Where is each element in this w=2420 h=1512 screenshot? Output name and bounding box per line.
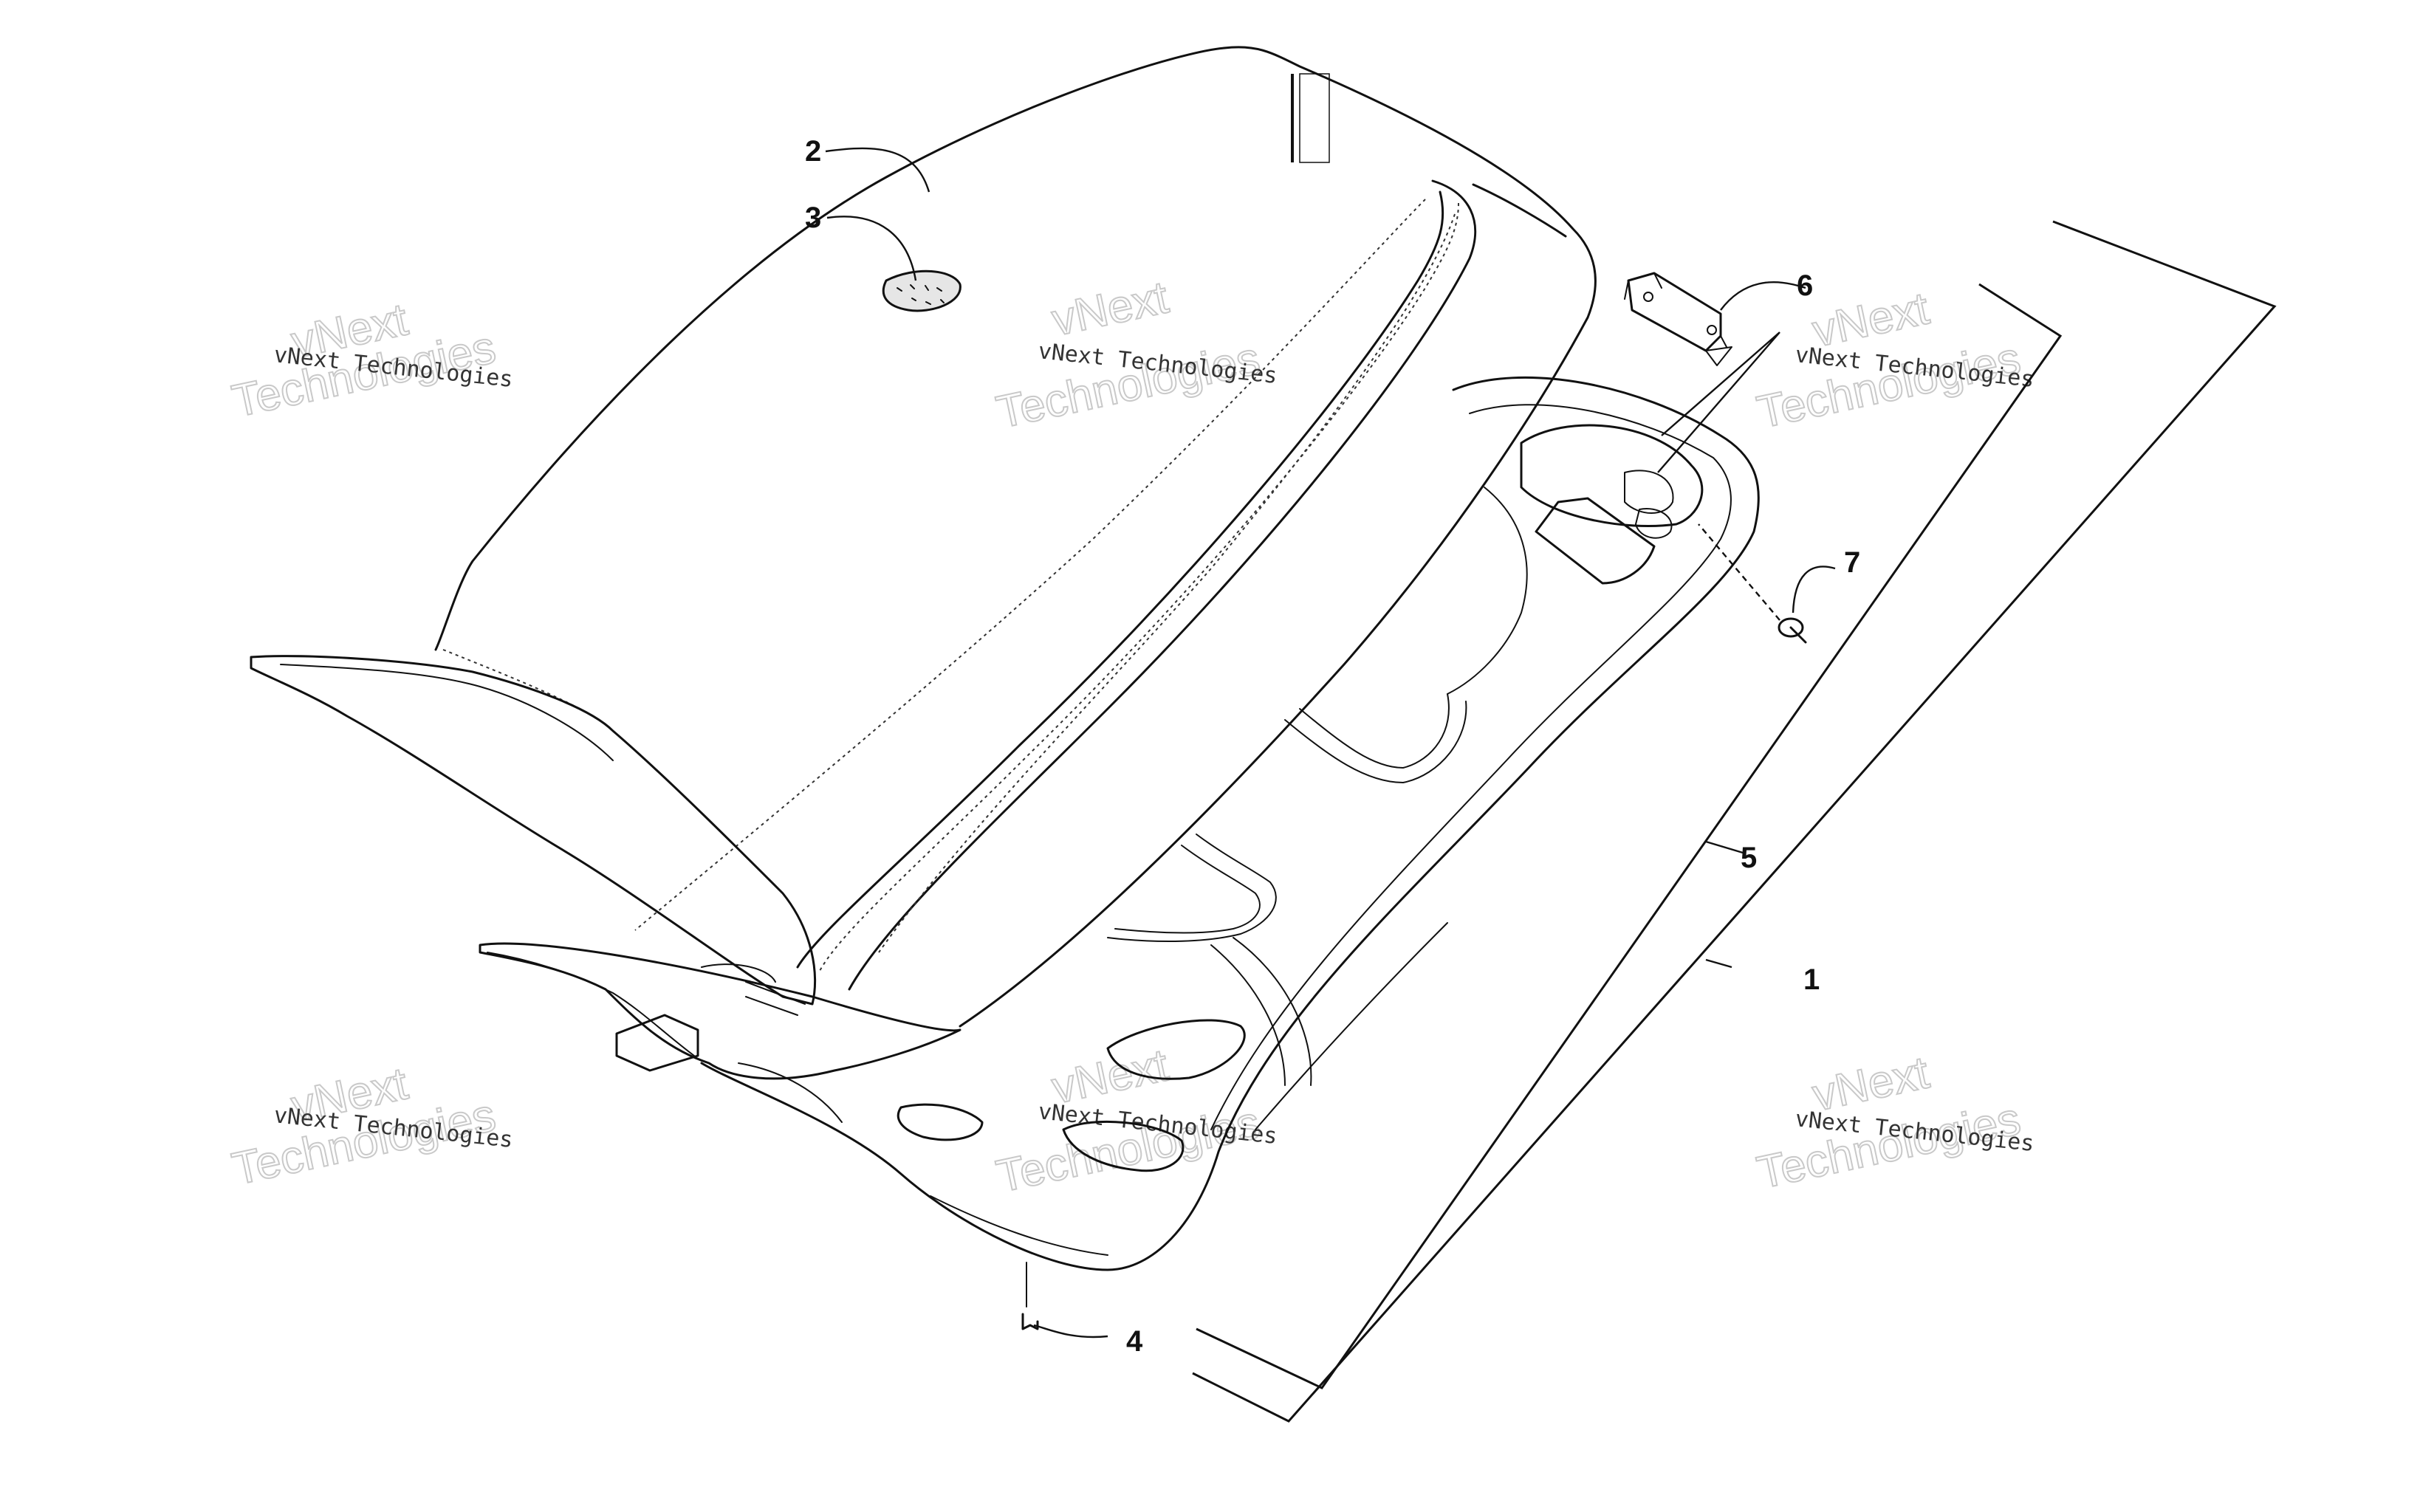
clip-part-4 bbox=[1021, 1262, 1039, 1330]
base-side-opening bbox=[897, 1103, 984, 1141]
base-rib bbox=[1299, 693, 1450, 769]
watermark-big-line: vNext bbox=[1048, 272, 1173, 346]
patch-part-3 bbox=[882, 269, 962, 312]
fastener-install-line bbox=[1698, 523, 1780, 621]
watermark-top-right: Technologies vNext vNext Technologies bbox=[1752, 282, 2036, 439]
callout-2: 2 bbox=[805, 135, 821, 168]
seat-stitch-line bbox=[819, 202, 1459, 972]
watermark-top-left: Technologies vNext vNext Technologies bbox=[227, 293, 515, 427]
base-rib bbox=[1210, 944, 1286, 1086]
seat-base-rim bbox=[1210, 404, 1732, 1130]
seat-front-nose-edge bbox=[487, 952, 695, 1056]
leader-3 bbox=[826, 216, 917, 281]
watermark-top-center: Technologies vNext vNext Technologies bbox=[992, 271, 1279, 439]
nose-emboss bbox=[701, 963, 806, 1016]
leader-7 bbox=[1792, 566, 1836, 614]
seat-cover-top-seam bbox=[1472, 183, 1567, 238]
base-rib bbox=[1447, 487, 1528, 695]
watermark-bottom-left: Technologies vNext vNext Technologies bbox=[227, 1057, 515, 1195]
base-edge bbox=[738, 1062, 843, 1123]
leader-1 bbox=[1705, 958, 1732, 969]
seat-ridge-inner bbox=[796, 190, 1444, 969]
bracket-tab bbox=[1705, 346, 1732, 366]
callout-1: 1 bbox=[1803, 963, 1820, 996]
logo-box bbox=[1299, 73, 1330, 163]
base-rib bbox=[1114, 845, 1261, 934]
bracket-hole bbox=[1643, 292, 1653, 302]
leader-2 bbox=[825, 147, 930, 193]
callout-6: 6 bbox=[1797, 269, 1813, 302]
base-slot-opening bbox=[1062, 1120, 1185, 1172]
bracket-plate bbox=[1627, 272, 1722, 352]
leader-lines bbox=[825, 147, 1836, 1339]
seat-rear-flap-edge bbox=[280, 664, 614, 761]
seat-front-tab bbox=[615, 1014, 699, 1072]
seat-base-outline bbox=[700, 376, 1760, 1271]
bracket-item-1 bbox=[1192, 220, 2277, 1423]
base-rib bbox=[1284, 701, 1467, 783]
base-skirt bbox=[1255, 922, 1448, 1130]
cover-logo bbox=[1291, 73, 1330, 163]
leader-5 bbox=[1705, 840, 1744, 854]
patch-texture bbox=[897, 284, 945, 305]
base-rib bbox=[1107, 834, 1277, 942]
base-rib-slot bbox=[1535, 497, 1656, 585]
watermark-bottom-center: Technologies vNext vNext Technologies bbox=[992, 1039, 1279, 1203]
seat-stitch-line bbox=[442, 649, 614, 732]
base-skirt bbox=[930, 1195, 1108, 1256]
base-rib bbox=[1233, 937, 1312, 1086]
seat-cover-left-edge bbox=[434, 47, 1226, 651]
bracket-part-6 bbox=[1624, 272, 1732, 366]
seat-patch bbox=[882, 269, 962, 312]
seat-base bbox=[700, 376, 1760, 1271]
seat-rear-flap bbox=[250, 655, 817, 1006]
seat-stitch-line bbox=[878, 213, 1456, 953]
seat-cover-right-edge bbox=[959, 46, 1597, 1028]
seat-cover bbox=[250, 46, 1597, 1080]
bracket-flange bbox=[1624, 272, 1727, 348]
callout-3: 3 bbox=[805, 202, 821, 234]
leader-6-targets bbox=[1657, 331, 1780, 473]
leader-6 bbox=[1720, 281, 1806, 311]
callout-labels: 2 3 6 7 5 1 4 bbox=[805, 135, 1860, 1358]
base-slot-opening bbox=[1106, 1019, 1246, 1080]
callout-5: 5 bbox=[1741, 842, 1757, 874]
fastener-shank bbox=[1789, 626, 1807, 644]
assembly-brackets bbox=[1192, 220, 2277, 1423]
callout-7: 7 bbox=[1844, 546, 1860, 579]
leader-4 bbox=[1033, 1324, 1108, 1339]
bracket-item-5 bbox=[1196, 283, 2063, 1389]
watermark-bottom-right: Technologies vNext vNext Technologies bbox=[1752, 1046, 2036, 1199]
fastener-head bbox=[1778, 617, 1804, 638]
latch-boss bbox=[1624, 470, 1674, 514]
callout-4: 4 bbox=[1126, 1325, 1143, 1358]
seat-stitch-line bbox=[634, 199, 1426, 931]
fastener-part-7 bbox=[1698, 523, 1807, 644]
clip bbox=[1021, 1313, 1039, 1330]
latch-boss bbox=[1635, 508, 1673, 539]
bracket-hole bbox=[1707, 325, 1717, 335]
latch-recess bbox=[1520, 424, 1704, 528]
seat-ridge-outer bbox=[848, 179, 1477, 991]
